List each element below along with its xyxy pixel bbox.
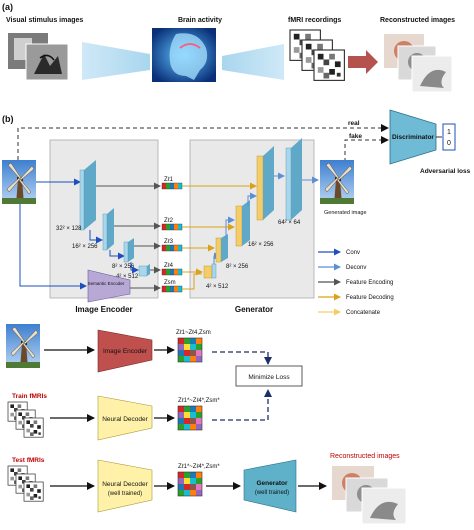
- generator-title: Generator: [235, 305, 273, 314]
- neural-decoder-trained-label-1: Neural Decoder: [102, 481, 148, 488]
- reconstructed-images-c: [332, 466, 407, 525]
- generator-block-3: [235, 200, 250, 247]
- encoder-block-2: [102, 208, 114, 251]
- enc2-dim: 16² × 256: [72, 244, 98, 250]
- legend-conv-label: Conv: [346, 250, 360, 256]
- fake-label: fake: [349, 133, 362, 140]
- legend-deconv-label: Deconv: [346, 265, 366, 271]
- z4-label: Zℓ4: [164, 262, 174, 269]
- generator-block-1: [203, 263, 217, 279]
- test-fmris-label: Test fMRIs: [12, 457, 45, 464]
- brain-image: [152, 28, 216, 82]
- image-encoder-c: [97, 329, 153, 373]
- fmri-funnel: [222, 44, 284, 80]
- visual-stimulus-title: Visual stimulus images: [6, 17, 83, 24]
- z1-label: Zℓ1: [164, 176, 174, 183]
- input-image-b: [1, 159, 37, 205]
- fmri-stack-a: [289, 29, 346, 82]
- minimize-loss-label: Minimize Loss: [248, 374, 290, 381]
- gen1-dim: 4² × 512: [206, 284, 229, 290]
- z-true-label: Zℓ1~Zℓ4,Zsm: [176, 329, 211, 336]
- train-fmri-stack: [7, 401, 44, 438]
- z3-bar: [161, 244, 183, 252]
- gen2-dim: 8² × 256: [226, 264, 249, 270]
- discriminator-block: [389, 109, 437, 165]
- discriminator-output-box: [442, 123, 456, 151]
- semantic-encoder-block: [87, 269, 131, 303]
- reconstructed-images-c-title: Reconstructed images: [330, 453, 400, 460]
- reconstructed-images-a: [384, 34, 453, 93]
- real-path: [17, 124, 389, 160]
- train-fmris-label: Train fMRIs: [12, 393, 47, 400]
- z-pred-2-label: Zℓ1*~Zℓ4*,Zsm*: [178, 463, 220, 470]
- stimulus-funnel: [82, 42, 150, 80]
- row1-to-loss: [212, 351, 272, 365]
- z-pred-2-grid: [177, 471, 203, 497]
- enc3-dim: 8² × 256: [112, 264, 135, 270]
- neural-decoder-c-label: Neural Decoder: [102, 416, 148, 423]
- z-true-grid: [177, 337, 203, 363]
- encoder-block-4: [138, 264, 150, 277]
- z3-label: Zℓ3: [164, 238, 174, 245]
- fmri-recordings-title: fMRI recordings: [288, 17, 341, 24]
- enc1-dim: 32² × 128: [56, 226, 82, 232]
- panel-a-label: (a): [2, 2, 13, 12]
- z2-bar: [161, 223, 183, 231]
- generated-image-label: Generated image: [324, 210, 367, 216]
- generator-block-2: [215, 234, 228, 263]
- image-encoder-title: Image Encoder: [75, 305, 132, 314]
- generator-trained: [243, 459, 297, 513]
- neural-decoder-trained-label-2: (well trained): [108, 491, 142, 497]
- z-pred-1-grid: [177, 405, 203, 431]
- stimulus-images: [8, 33, 69, 81]
- z4-bar: [161, 268, 183, 276]
- legend-encoding-label: Feature Encoding: [346, 280, 393, 286]
- test-fmri-stack: [7, 465, 44, 502]
- image-encoder-c-label: Image Encoder: [103, 348, 148, 355]
- row2-to-loss: [212, 389, 272, 421]
- neural-decoder-trained: [97, 459, 153, 513]
- discriminator-label: Discriminator: [392, 134, 434, 141]
- enc4-dim: 4² × 512: [116, 274, 139, 280]
- brain-activity-title: Brain activity: [178, 17, 222, 24]
- disc-bit-1: 1: [447, 129, 451, 136]
- legend-decoding-label: Feature Decoding: [346, 295, 394, 301]
- input-image-c: [5, 323, 41, 369]
- z2-label: Zℓ2: [164, 217, 174, 224]
- generator-trained-label-1: Generator: [256, 480, 288, 487]
- neural-decoder-c: [97, 395, 153, 441]
- deconv-arrow-2: [225, 216, 235, 238]
- legend: Conv Deconv Feature Encoding Feature Dec…: [318, 248, 394, 316]
- disc-bit-0: 0: [447, 140, 451, 147]
- conv-arrow-semantic: [19, 204, 87, 290]
- generator-trained-label-2: (well trained): [255, 490, 289, 496]
- panel-b-label: (b): [2, 114, 14, 124]
- encoder-block-1: [79, 160, 96, 231]
- gen3-dim: 16² × 256: [248, 242, 274, 248]
- reconstruct-arrow: [348, 50, 378, 74]
- generator-block-4: [256, 146, 274, 221]
- minimize-loss-box: [235, 365, 303, 387]
- zsm-bar: [161, 285, 183, 293]
- z1-bar: [161, 182, 183, 190]
- conv-arrow-2: [109, 250, 125, 260]
- zsm-label: Zsm: [164, 280, 176, 286]
- generated-image: [319, 159, 355, 205]
- semantic-encoder-label: Semantic Encoder: [88, 281, 125, 286]
- legend-concat-label: Concatenate: [346, 310, 381, 316]
- decode-arrow-zsm: [182, 273, 202, 290]
- adversarial-loss-label: Adversarial loss: [420, 168, 471, 175]
- deconv-arrow-3: [247, 192, 257, 206]
- z-pred-1-label: Zℓ1*~Zℓ4*,Zsm*: [178, 397, 220, 404]
- encoder-block-3: [123, 238, 134, 263]
- conv-arrow-1: [89, 230, 103, 244]
- conv-arrow-3: [130, 262, 139, 274]
- fake-path: [344, 136, 389, 162]
- gen4-dim: 64² × 64: [278, 220, 301, 226]
- real-label: real: [348, 120, 360, 127]
- reconstructed-images-title: Reconstructed images: [380, 17, 455, 24]
- generator-block-5: [285, 138, 302, 221]
